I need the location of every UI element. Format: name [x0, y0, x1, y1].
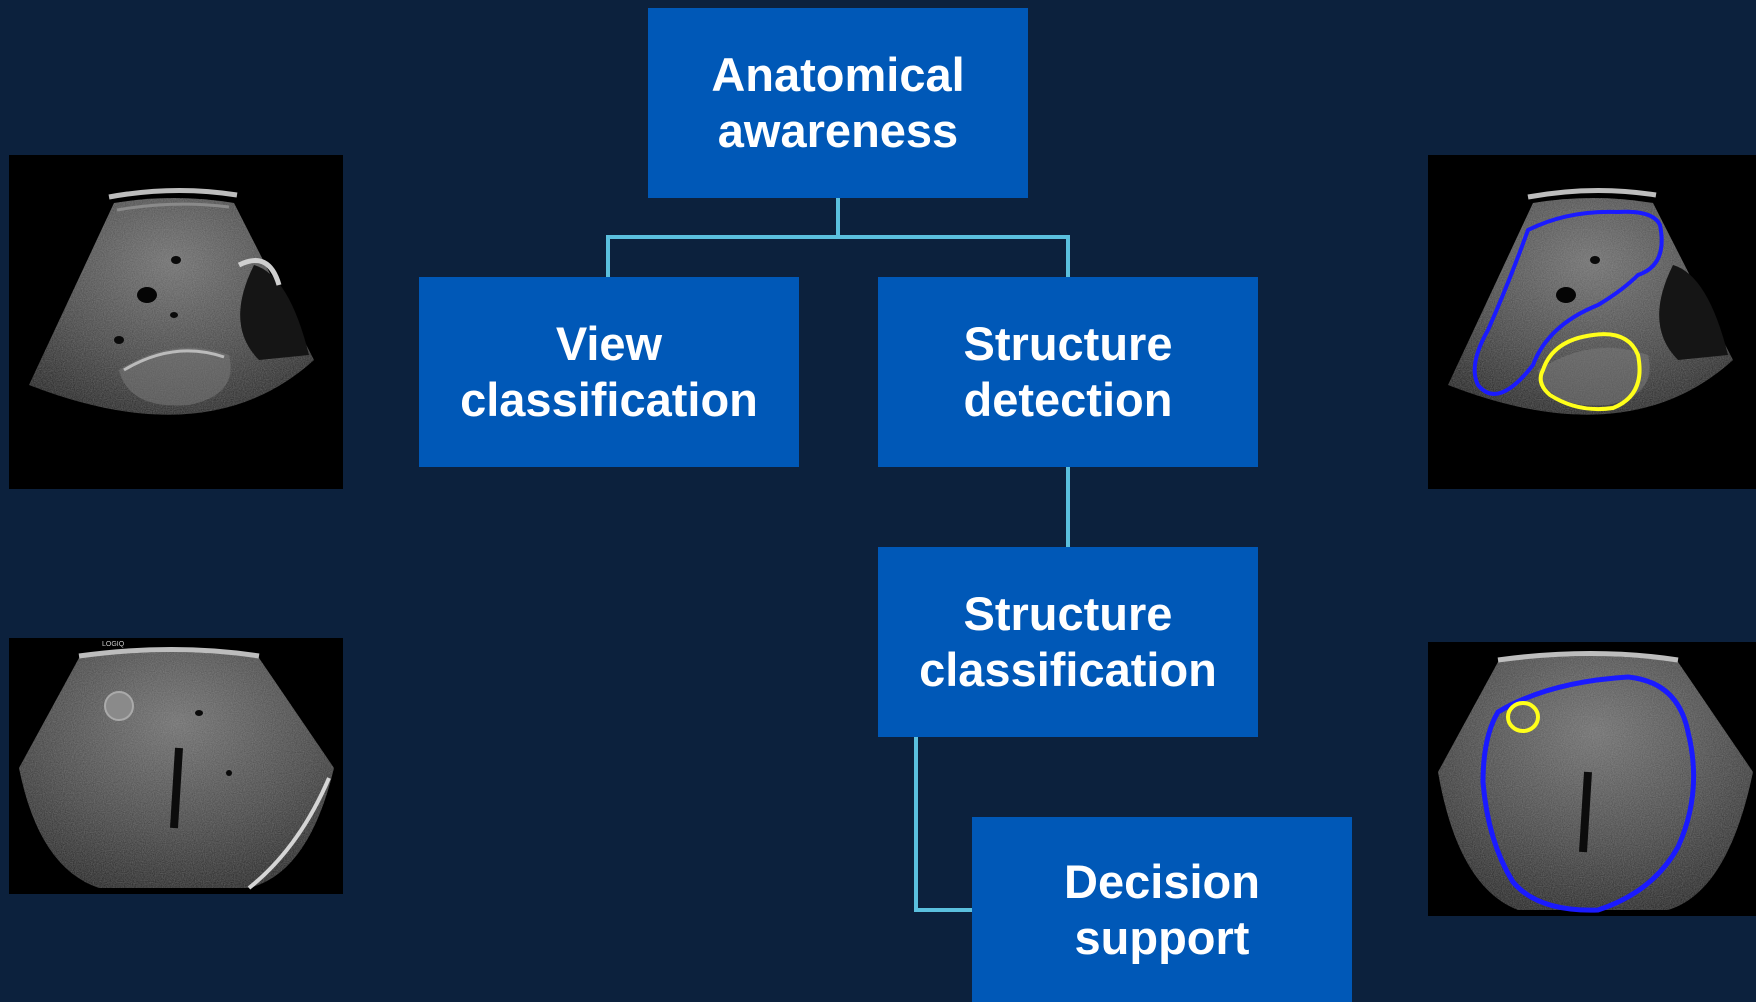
connector-to-view: [606, 235, 610, 277]
node-structure-detection-line2: detection: [963, 373, 1173, 426]
connector-to-structure-detection: [1066, 235, 1070, 277]
ultrasound-image-bottom-left: LOGIQ: [9, 638, 343, 894]
logo-text: LOGIQ: [102, 641, 125, 648]
ultrasound-image-bottom-right: [1428, 642, 1756, 916]
node-structure-detection-line1: Structure: [963, 317, 1173, 370]
node-structure-detection: Structure detection: [878, 277, 1258, 467]
node-view-classification: View classification: [419, 277, 799, 467]
connector-root-horizontal: [606, 235, 1070, 239]
node-structure-classification: Structure classification: [878, 547, 1258, 737]
connector-root-vertical: [836, 197, 840, 237]
node-decision-support-line1: Decision support: [1064, 854, 1260, 964]
node-structure-classification-line1: Structure: [963, 587, 1173, 640]
node-anatomical-awareness-line2: awareness: [717, 104, 959, 157]
node-view-classification-line2: classification: [460, 373, 758, 426]
ultrasound-image-top-right: [1428, 155, 1756, 489]
connector-to-decision: [914, 908, 974, 912]
connector-detection-to-classification: [1066, 466, 1070, 548]
node-anatomical-awareness-line1: Anatomical: [711, 48, 965, 101]
node-view-classification-line1: View: [555, 317, 663, 370]
connector-classification-vertical: [914, 736, 918, 912]
node-structure-classification-line2: classification: [919, 643, 1217, 696]
node-decision-support: Decision support: [972, 817, 1352, 1002]
ultrasound-image-top-left: [9, 155, 343, 489]
node-anatomical-awareness: Anatomical awareness: [648, 8, 1028, 198]
